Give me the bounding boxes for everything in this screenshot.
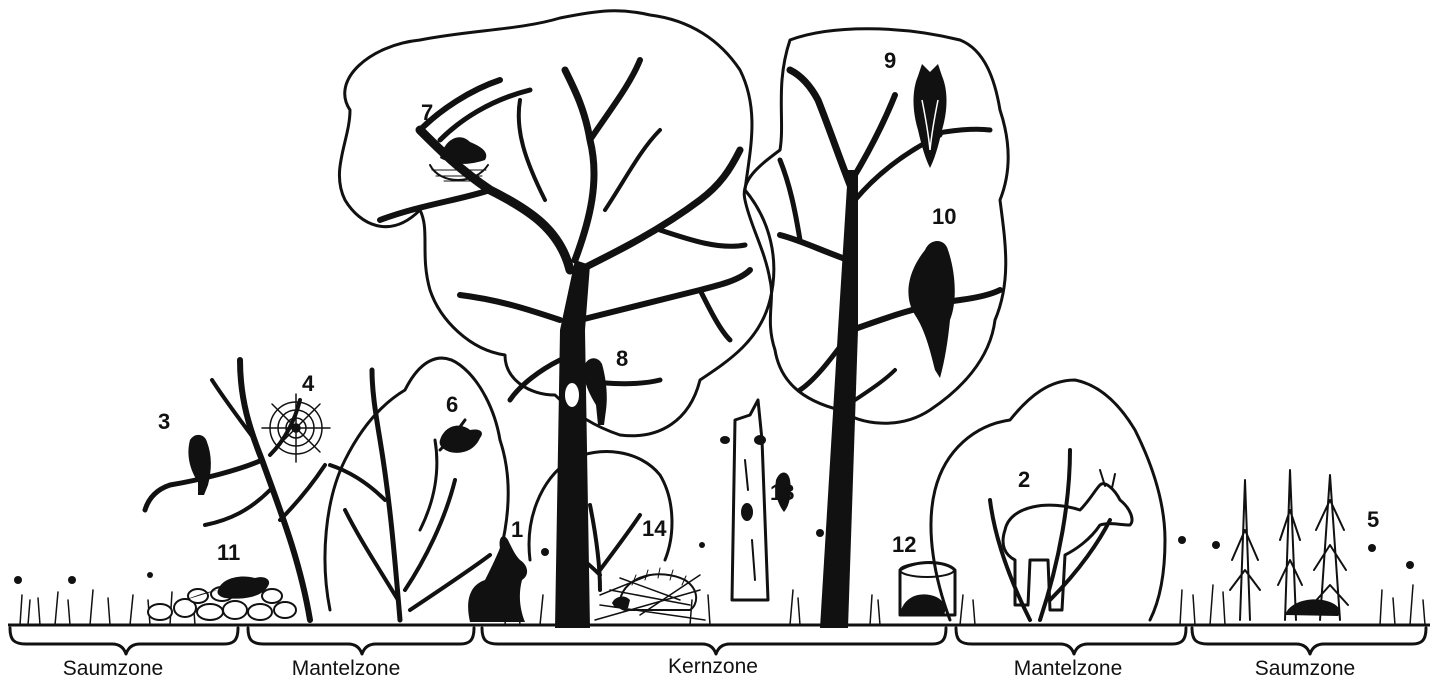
bracket-saumzone-right bbox=[1192, 628, 1426, 654]
zone-label-mantelzone-left: Mantelzone bbox=[292, 657, 401, 680]
label-6: 6 bbox=[446, 392, 458, 417]
left-oak-tree bbox=[380, 60, 750, 628]
label-8: 8 bbox=[616, 346, 628, 371]
bracket-saumzone-left bbox=[10, 628, 238, 654]
right-tree-crown-outline bbox=[744, 29, 1008, 423]
label-1: 1 bbox=[511, 517, 523, 542]
woodpecker-silhouette bbox=[584, 358, 607, 425]
toad-silhouette bbox=[900, 594, 945, 615]
owl-silhouette bbox=[914, 64, 947, 168]
zone-brackets bbox=[10, 628, 1426, 654]
mole-silhouette bbox=[1285, 599, 1340, 616]
label-9: 9 bbox=[884, 48, 896, 73]
zone-label-mantelzone-right: Mantelzone bbox=[1014, 657, 1123, 680]
bracket-kernzone bbox=[482, 628, 946, 654]
bird-6-silhouette bbox=[440, 426, 482, 453]
tall-weeds bbox=[1230, 470, 1348, 620]
label-3: 3 bbox=[158, 409, 170, 434]
bracket-mantelzone-right bbox=[956, 628, 1186, 654]
label-12: 12 bbox=[892, 532, 916, 557]
center-shrub-outline bbox=[529, 452, 672, 560]
label-4: 4 bbox=[302, 371, 315, 396]
left-shrub-branches bbox=[330, 370, 490, 620]
label-2: 2 bbox=[1018, 467, 1030, 492]
zone-label-kernzone: Kernzone bbox=[668, 655, 758, 678]
label-7: 7 bbox=[421, 100, 433, 125]
rabbit-silhouette bbox=[468, 536, 527, 622]
label-11: 11 bbox=[217, 540, 240, 565]
bracket-mantelzone-left bbox=[248, 628, 474, 654]
label-14: 14 bbox=[642, 516, 667, 541]
label-13: 13 bbox=[770, 480, 794, 505]
spider-web bbox=[262, 394, 330, 462]
zone-label-saumzone-left: Saumzone bbox=[63, 657, 163, 680]
label-5: 5 bbox=[1367, 507, 1379, 532]
right-tall-tree bbox=[780, 70, 1000, 628]
bird-10-silhouette bbox=[908, 241, 954, 378]
bird-3-silhouette bbox=[188, 435, 210, 495]
left-tree-crown-outline bbox=[339, 11, 773, 436]
zone-label-saumzone-right: Saumzone bbox=[1255, 657, 1355, 680]
label-10: 10 bbox=[932, 204, 956, 229]
dead-tree-snag bbox=[720, 400, 768, 600]
